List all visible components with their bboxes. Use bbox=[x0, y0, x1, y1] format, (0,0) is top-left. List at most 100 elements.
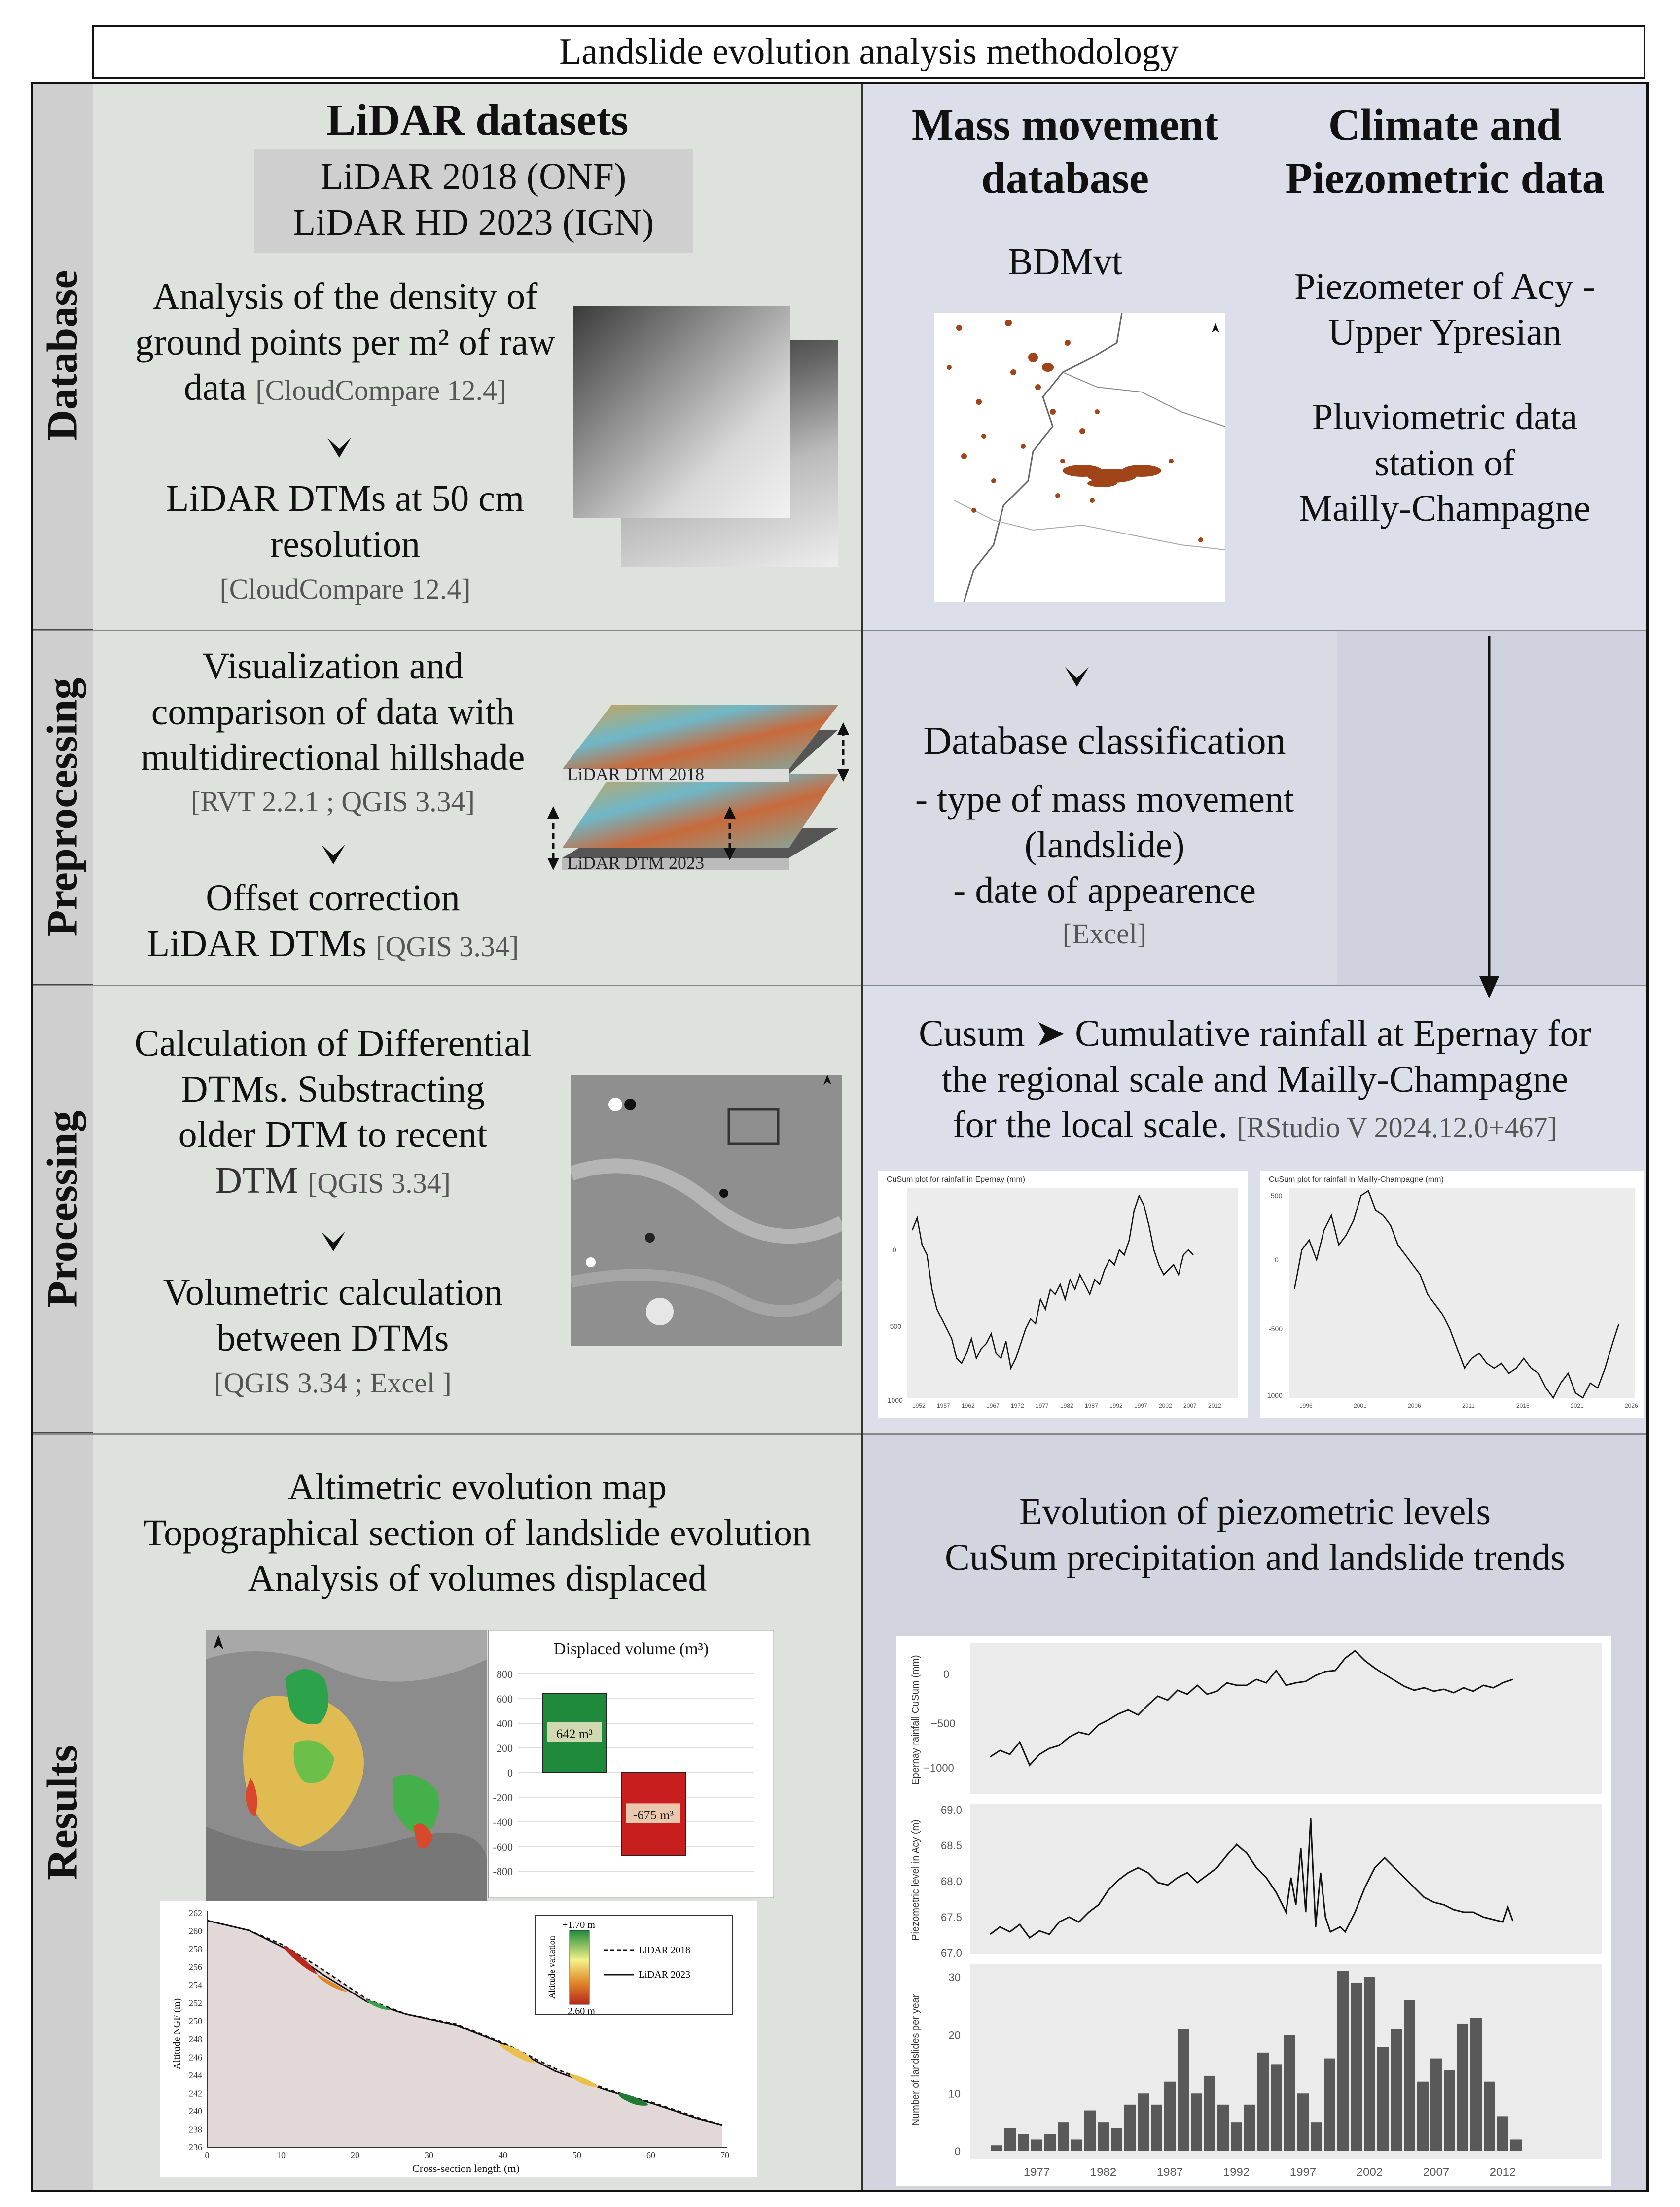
x-tick: 1977 bbox=[1024, 2166, 1050, 2179]
y-tick: 252 bbox=[189, 1998, 202, 2008]
landslide-bar bbox=[1497, 2116, 1508, 2151]
results-timeseries-panels: 0 −500 −1000 69.0 68.5 68.0 67.5 67.0 30… bbox=[896, 1636, 1611, 2186]
landslide-bar bbox=[1244, 2104, 1255, 2151]
y-tick: 242 bbox=[189, 2088, 202, 2098]
mass-movement-header: Mass movement database bbox=[911, 101, 1219, 203]
plot-title: CuSum plot for rainfall in Epernay (mm) bbox=[887, 1175, 1025, 1184]
preproc-step2-tool: [QGIS 3.34] bbox=[376, 930, 519, 962]
landslide-bar bbox=[1457, 2023, 1468, 2151]
y-tick: -500 bbox=[1269, 1325, 1283, 1333]
x-tick: 1967 bbox=[986, 1402, 1000, 1409]
y-tick: 244 bbox=[189, 2070, 202, 2080]
landslide-bar bbox=[1018, 2134, 1029, 2151]
landslide-bar bbox=[1257, 2052, 1269, 2151]
y-tick: 258 bbox=[189, 1944, 202, 1954]
down-arrow-icon bbox=[1479, 636, 1499, 998]
panel2-ylabel: Piezometric level in Acy (m) bbox=[910, 1819, 921, 1941]
landslide-bar bbox=[1510, 2139, 1522, 2151]
y-tick: −1000 bbox=[924, 1762, 954, 1774]
chevron-down-icon bbox=[322, 1232, 345, 1251]
landslide-bar bbox=[1484, 2081, 1495, 2151]
classification-title: Database classification bbox=[923, 719, 1286, 763]
landslide-bar bbox=[1470, 2018, 1482, 2151]
landslide-bar bbox=[1391, 2029, 1402, 2151]
landslide-bar bbox=[1217, 2104, 1229, 2151]
landslide-bar bbox=[1044, 2134, 1056, 2151]
landslide-bar bbox=[1084, 2110, 1096, 2151]
lidar-sources-box: LiDAR 2018 (ONF) LiDAR HD 2023 (IGN) bbox=[254, 149, 693, 253]
x-tick: 10 bbox=[277, 2150, 286, 2160]
preproc-step1-text: Visualization and comparison of data wit… bbox=[99, 643, 567, 819]
x-tick: 40 bbox=[499, 2150, 507, 2160]
x-tick: 0 bbox=[205, 2150, 210, 2160]
lidar-step2-text: LiDAR DTMs at 50 cm resolution [CloudCom… bbox=[99, 476, 592, 607]
y-tick: 20 bbox=[949, 2029, 961, 2042]
row-divider bbox=[33, 1433, 1649, 1435]
panel1-ylabel: Epernay rainfall CuSum (mm) bbox=[910, 1655, 921, 1784]
preproc-step2-text: Offset correction LiDAR DTMs [QGIS 3.34] bbox=[146, 877, 519, 964]
landslide-bar bbox=[1058, 2122, 1069, 2151]
y-tick: 250 bbox=[189, 2016, 202, 2026]
proc-step2-text: Volumetric calculation between DTMs [QGI… bbox=[99, 1270, 567, 1401]
x-tick: 1997 bbox=[1134, 1402, 1147, 1409]
x-tick: 1982 bbox=[1090, 2166, 1116, 2179]
lidar-source-2023: LiDAR HD 2023 (IGN) bbox=[292, 201, 654, 243]
cusum-plot-epernay: CuSum plot for rainfall in Epernay (mm) … bbox=[878, 1171, 1248, 1418]
x-tick: 1972 bbox=[1011, 1402, 1024, 1409]
y-tick: 0 bbox=[955, 2145, 961, 2158]
landslide-bar bbox=[1351, 1983, 1362, 2151]
y-tick: 262 bbox=[189, 1908, 202, 1918]
landslide-bar bbox=[1284, 2035, 1295, 2151]
north-arrow-icon bbox=[823, 1075, 831, 1085]
y-tick: 240 bbox=[189, 2106, 202, 2116]
y-tick: 68.0 bbox=[941, 1875, 962, 1887]
y-tick: -1000 bbox=[885, 1396, 903, 1404]
landslide-bar bbox=[1444, 2070, 1455, 2151]
x-tick: 70 bbox=[720, 2150, 729, 2160]
y-tick: 69.0 bbox=[941, 1804, 962, 1816]
y-tick: 0 bbox=[893, 1246, 896, 1254]
x-tick: 2002 bbox=[1357, 2166, 1383, 2179]
x-tick: 2026 bbox=[1625, 1402, 1638, 1409]
x-tick: 2006 bbox=[1408, 1402, 1421, 1409]
x-tick: 30 bbox=[425, 2150, 433, 2160]
preproc-step1-tool: [RVT 2.2.1 ; QGIS 3.34] bbox=[191, 785, 475, 818]
landslide-bar bbox=[1191, 2093, 1202, 2151]
landslide-bar bbox=[1297, 2093, 1309, 2151]
cusum-plot-mailly: CuSum plot for rainfall in Mailly-Champa… bbox=[1260, 1171, 1644, 1418]
x-tick: 2007 bbox=[1183, 1402, 1197, 1409]
legend-2018: LiDAR 2018 bbox=[639, 1945, 690, 1956]
results-left-text: Altimetric evolution map Topographical s… bbox=[143, 1466, 811, 1600]
landslide-bar bbox=[1111, 2128, 1122, 2151]
dtm-stack-illustration: LiDAR DTM 2018 LiDAR DTM 2023 bbox=[547, 705, 849, 873]
y-tick: 0 bbox=[1275, 1256, 1279, 1264]
y-tick: 600 bbox=[497, 1693, 513, 1705]
y-tick: -600 bbox=[493, 1841, 513, 1853]
landslide-bar bbox=[1031, 2139, 1042, 2151]
y-tick: 500 bbox=[1271, 1192, 1283, 1200]
x-tick: 2016 bbox=[1516, 1402, 1530, 1409]
landslide-bar bbox=[1178, 2029, 1189, 2151]
x-tick: 1996 bbox=[1299, 1402, 1313, 1409]
differential-dtm-image bbox=[571, 1075, 842, 1346]
landslide-bar bbox=[1231, 2122, 1242, 2151]
y-tick: 0 bbox=[943, 1668, 949, 1680]
row-label-processing: Processing bbox=[33, 986, 93, 1434]
landslide-bar bbox=[1204, 2075, 1215, 2151]
x-tick: 2001 bbox=[1354, 1402, 1367, 1409]
y-tick: 236 bbox=[189, 2142, 202, 2152]
legend-max: +1.70 m bbox=[562, 1920, 595, 1930]
bar-label-bg bbox=[626, 1803, 680, 1823]
x-tick: 50 bbox=[572, 2150, 581, 2160]
section-x-label: Cross-section length (m) bbox=[412, 2162, 520, 2174]
landslide-bar bbox=[1071, 2139, 1082, 2151]
x-tick: 20 bbox=[351, 2150, 359, 2160]
lidar-source-2018: LiDAR 2018 (ONF) bbox=[320, 156, 627, 197]
lidar-step1-tool: [CloudCompare 12.4] bbox=[255, 374, 507, 407]
section-y-label: Altitude NGF (m) bbox=[172, 1998, 182, 2069]
lidar-step1-text: Analysis of the density of ground points… bbox=[135, 276, 556, 409]
landslide-bar bbox=[991, 2145, 1002, 2151]
y-tick: 0 bbox=[507, 1767, 513, 1779]
x-tick: 1992 bbox=[1223, 2166, 1250, 2179]
lidar-step2-tool: [CloudCompare 12.4] bbox=[219, 573, 471, 605]
